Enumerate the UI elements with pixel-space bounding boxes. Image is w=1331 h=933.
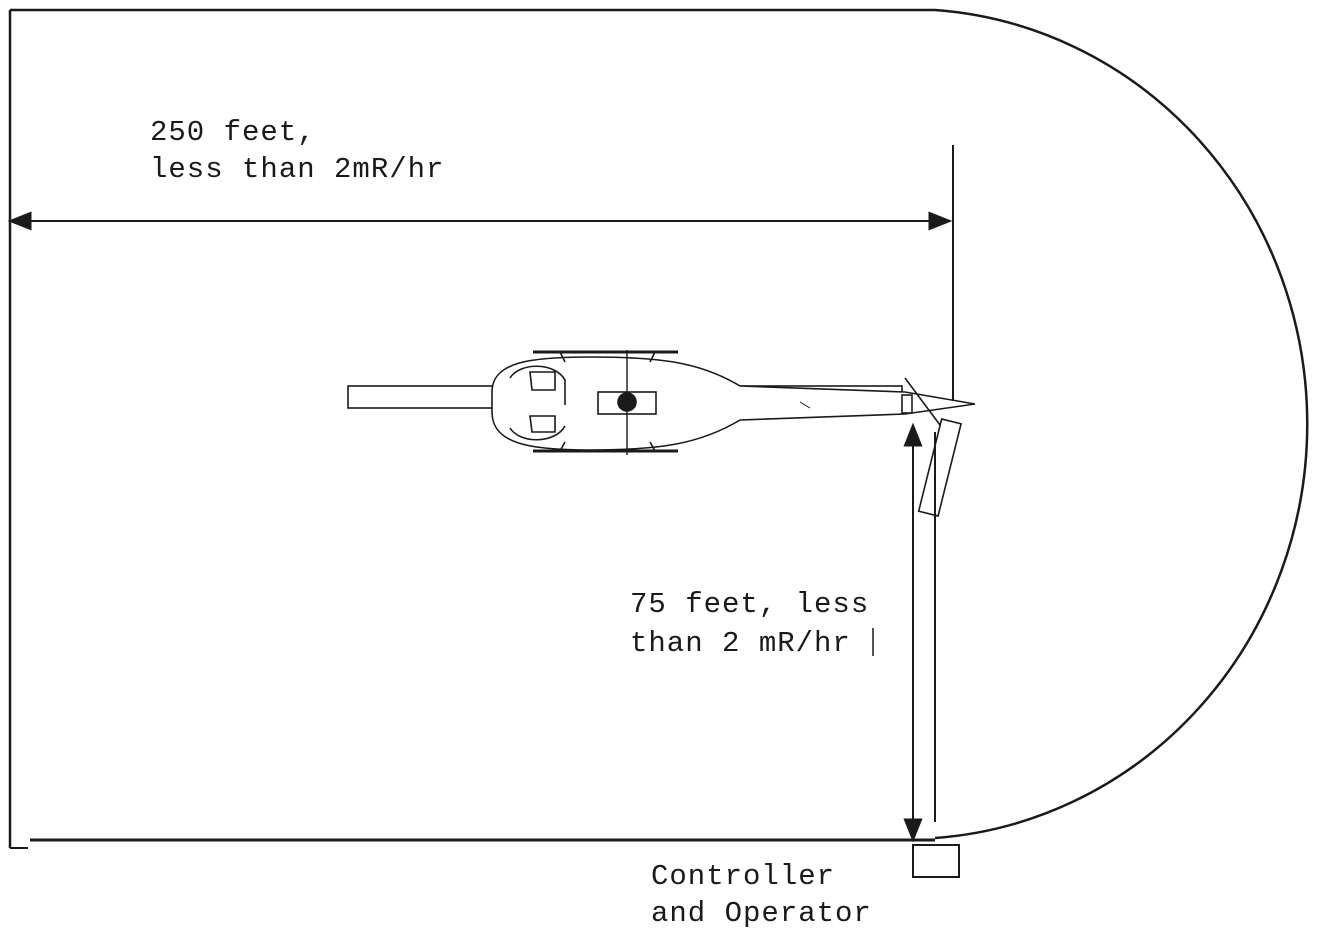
label-controller-line2: and Operator (651, 897, 872, 930)
exclusion-zone-boundary (8, 8, 1309, 849)
label-controller-line1: Controller (651, 860, 835, 893)
zone-semicircle (934, 8, 1309, 840)
dimension-250-feet (7, 145, 954, 400)
fuselage (491, 356, 976, 451)
label-75-feet-line1: 75 feet, less (630, 588, 869, 621)
dimension-75-feet (903, 422, 936, 843)
label-250-feet-line1: 250 feet, (150, 116, 316, 149)
cockpit-window-top (509, 365, 566, 405)
tail-rotor (904, 377, 941, 426)
controller-box (912, 844, 960, 878)
label-75-feet-line2: than 2 mR/hr (630, 627, 851, 660)
cockpit-window-bottom (509, 425, 566, 441)
helicopter-top-view (347, 350, 976, 517)
label-250-feet-line2: less than 2mR/hr (150, 153, 444, 186)
tail-rotor-blade (917, 418, 963, 517)
